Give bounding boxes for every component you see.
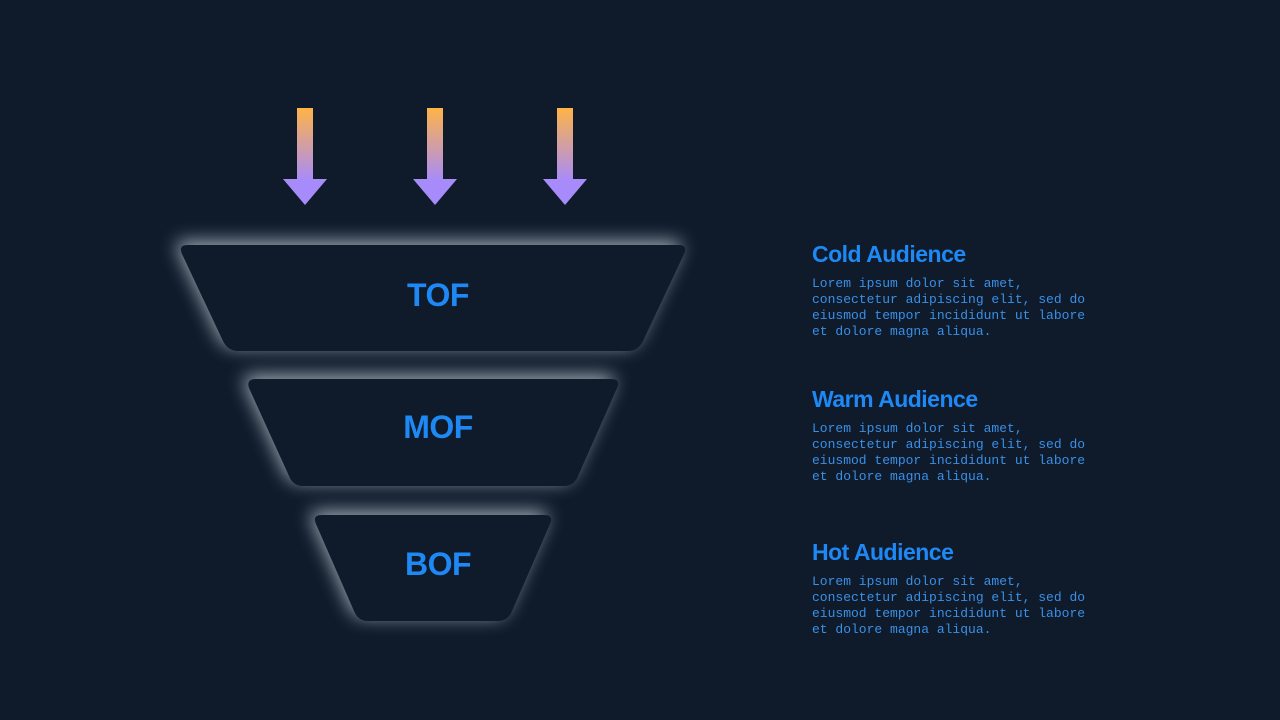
audience-block-cold: Cold Audience Lorem ipsum dolor sit amet… xyxy=(812,241,1112,340)
funnel-stage-tof: TOF xyxy=(176,241,686,351)
down-arrow-icon xyxy=(413,108,457,205)
audience-description: Lorem ipsum dolor sit amet, consectetur … xyxy=(812,276,1086,339)
audience-block-warm: Warm Audience Lorem ipsum dolor sit amet… xyxy=(812,386,1112,485)
audience-block-hot: Hot Audience Lorem ipsum dolor sit amet,… xyxy=(812,539,1112,638)
audience-description: Lorem ipsum dolor sit amet, consectetur … xyxy=(812,421,1086,484)
audience-title: Hot Audience xyxy=(812,539,954,565)
stage-label-tof: TOF xyxy=(407,277,469,313)
down-arrow-icon xyxy=(543,108,587,205)
audience-title: Cold Audience xyxy=(812,241,966,267)
audience-title: Warm Audience xyxy=(812,386,978,412)
input-arrows xyxy=(283,108,587,205)
audience-description: Lorem ipsum dolor sit amet, consectetur … xyxy=(812,574,1086,637)
funnel-stage-bof: BOF xyxy=(310,511,552,621)
stage-label-bof: BOF xyxy=(405,546,471,582)
funnel-stage-mof: MOF xyxy=(244,375,619,486)
stage-label-mof: MOF xyxy=(403,409,473,445)
down-arrow-icon xyxy=(283,108,327,205)
